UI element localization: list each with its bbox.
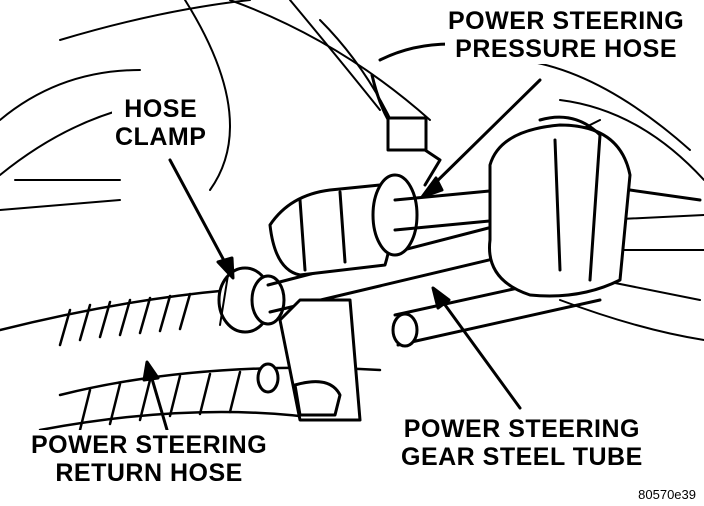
gear-steel-tube-label: POWER STEERING GEAR STEEL TUBE [398,414,646,472]
pressure-hose-label-line-2: PRESSURE HOSE [455,35,678,63]
hose-clamp-label-line-1: HOSE [124,95,198,123]
return-hose-label-line-1: POWER STEERING [31,431,268,459]
figure-id: 80570e39 [638,487,696,502]
return-hose-label-line-2: RETURN HOSE [55,459,243,487]
return-hose-arrow [142,360,172,442]
hose-clamp-arrow [168,158,235,280]
hose-clamp-label-line-2: CLAMP [115,123,207,151]
pressure-hose-label: POWER STEERING PRESSURE HOSE [445,6,688,64]
pressure-hose [370,42,502,232]
leader-arrows [142,78,542,442]
lower-bracket [256,298,362,422]
pressure-hose-arrow [420,78,542,199]
pressure-hose-label-line-1: POWER STEERING [448,7,685,35]
gear-steel-tube-label-line-2: GEAR STEEL TUBE [401,443,643,471]
gear-steel-tube-label-line-1: POWER STEERING [403,415,640,443]
hose-clamp [217,266,286,334]
steering-gear-housing [488,115,702,298]
return-hose [0,288,382,432]
gear-steel-tube-arrow [431,286,522,410]
tube-fitting [268,173,419,277]
return-hose-label: POWER STEERING RETURN HOSE [28,430,271,488]
hose-clamp-label: HOSE CLAMP [112,94,210,152]
